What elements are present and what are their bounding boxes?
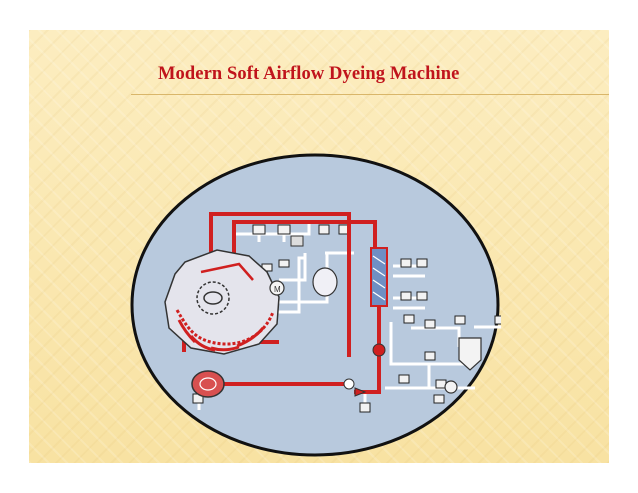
additive-tank: [458, 337, 482, 371]
slide-title: Modern Soft Airflow Dyeing Machine: [158, 64, 460, 84]
dyeing-vessel: [164, 249, 280, 355]
fan-unit: [312, 267, 338, 297]
dosing-pump: [444, 380, 458, 394]
main-circulation-pump: [191, 370, 225, 398]
temperature-controller: [290, 235, 304, 247]
title-divider: [131, 94, 609, 95]
slide-background: Modern Soft Airflow Dyeing Machine: [29, 30, 609, 463]
valve-symbols: [192, 224, 501, 413]
check-valve: [354, 387, 367, 397]
filter-valve: [372, 343, 386, 357]
machine-schematic: M: [130, 153, 501, 457]
motor-symbol: [269, 280, 285, 296]
svg-text:M: M: [274, 285, 281, 294]
